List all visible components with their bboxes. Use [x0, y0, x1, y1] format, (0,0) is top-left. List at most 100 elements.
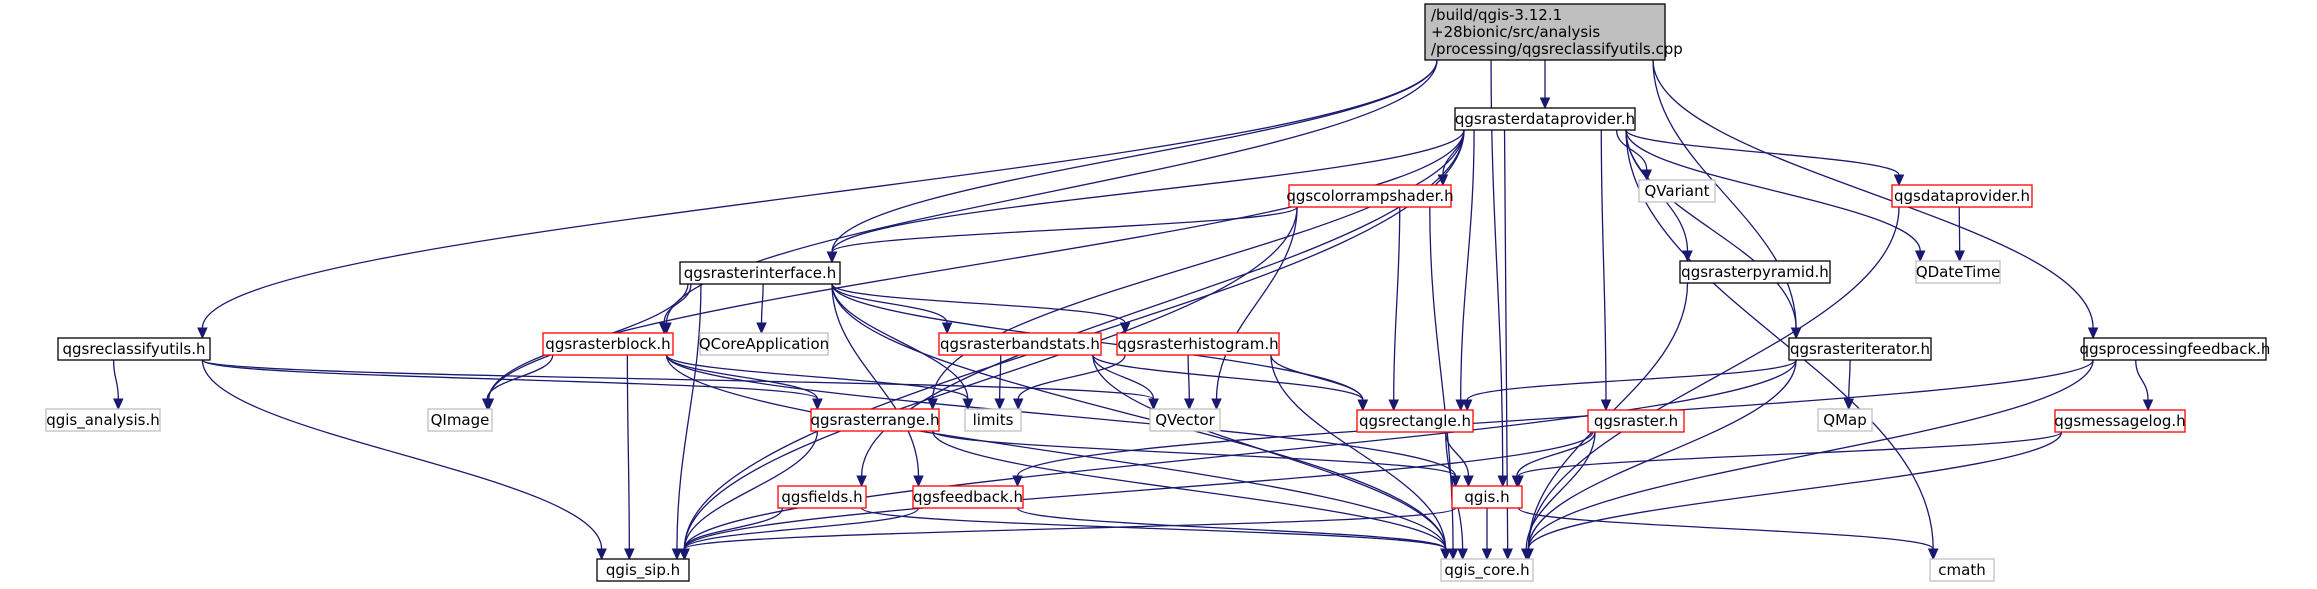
- node-rasterinterface[interactable]: qgsrasterinterface.h: [679, 261, 841, 285]
- edge-rasterdataprovider-to-rasteriterator: [1625, 129, 1802, 340]
- edge-line: [1092, 354, 1364, 401]
- node-label: QVector: [1155, 411, 1215, 429]
- node-label: cmath: [1938, 561, 1985, 579]
- edge-line: [1600, 129, 1607, 401]
- node-dataprovider[interactable]: qgsdataprovider.h: [1891, 184, 2033, 208]
- edge-line: [1625, 129, 1921, 252]
- edge-line: [1527, 206, 1900, 550]
- edge-arrowhead: [1450, 475, 1461, 488]
- node-qgis_analysis[interactable]: qgis_analysis.h: [45, 408, 161, 432]
- edge-line: [683, 359, 1797, 550]
- node-label: qgsfields.h: [781, 488, 862, 506]
- edge-rasterdataprovider-to-dataprovider: [1625, 129, 1905, 187]
- edge-line: [1429, 206, 1454, 550]
- node-messagelog[interactable]: qgsmessagelog.h: [2054, 409, 2186, 433]
- node-rasterpyramid[interactable]: qgsrasterpyramid.h: [1679, 260, 1831, 284]
- node-box: [1817, 408, 1873, 432]
- edge-line: [1270, 354, 1447, 550]
- node-box: [1440, 558, 1534, 582]
- edge-rasterrange-to-qgis: [931, 430, 1461, 488]
- node-rasteriterator[interactable]: qgsrasteriterator.h: [1788, 337, 1932, 361]
- node-qmap[interactable]: QMap: [1817, 408, 1873, 432]
- edge-line: [1466, 359, 1797, 401]
- edge-processingfeedback-to-messagelog: [2135, 359, 2154, 412]
- node-rasterblock[interactable]: qgsrasterblock.h: [542, 332, 674, 356]
- node-label: qgsdataprovider.h: [1894, 187, 2030, 205]
- node-rectangle[interactable]: qgsrectangle.h: [1356, 409, 1474, 433]
- edge-arrowhead: [812, 398, 823, 411]
- edge-colorrampshader-to-rasterinterface: [826, 206, 1298, 264]
- edge-rasterinterface-to-qgis_sip: [671, 283, 702, 561]
- node-qgis_sip[interactable]: qgis_sip.h: [596, 558, 690, 582]
- edge-line: [831, 206, 1298, 253]
- edge-colorrampshader-to-qvector: [1211, 206, 1298, 411]
- edge-line: [683, 431, 1594, 550]
- edge-rasterbandstats-to-rectangle: [1092, 354, 1369, 412]
- node-label: qgsprocessingfeedback.h: [2080, 340, 2271, 358]
- edge-root-to-rasterinterface: [826, 59, 1438, 264]
- node-label: /build/qgis-3.12.1: [1431, 6, 1562, 24]
- edge-rasterdataprovider-to-rasterrange: [927, 129, 1465, 411]
- node-label: /processing/qgsreclassifyutils.cpp: [1431, 40, 1683, 58]
- edge-arrowhead: [1954, 250, 1965, 263]
- node-root[interactable]: /build/qgis-3.12.1+28bionic/src/analysis…: [1424, 3, 1683, 61]
- node-qvariant[interactable]: QVariant: [1638, 179, 1716, 203]
- node-qvector[interactable]: QVector: [1149, 408, 1221, 432]
- node-qgis_core[interactable]: qgis_core.h: [1440, 558, 1534, 582]
- edge-arrowhead: [1502, 548, 1513, 561]
- edge-arrowhead: [1539, 97, 1551, 110]
- edge-line: [1460, 129, 1475, 401]
- node-cmath[interactable]: cmath: [1929, 558, 1995, 582]
- node-label: qgis_core.h: [1444, 561, 1529, 580]
- node-box: [1929, 558, 1995, 582]
- node-qimage[interactable]: QImage: [427, 408, 493, 432]
- node-rasterbandstats[interactable]: qgsrasterbandstats.h: [938, 332, 1102, 356]
- edge-rasterinterface-to-rasterhistogram: [831, 283, 1131, 335]
- node-fields[interactable]: qgsfields.h: [777, 485, 867, 509]
- edge-root-to-processingfeedback: [1652, 59, 2099, 340]
- edge-line: [665, 354, 969, 400]
- edge-rasterinterface-to-rasterblock: [658, 283, 692, 335]
- edge-rasterblock-to-qgis_sip: [624, 354, 635, 561]
- edge-rasteriterator-to-qgis_core: [1523, 359, 1797, 561]
- node-label: +28bionic/src/analysis: [1431, 23, 1600, 41]
- edge-line: [831, 129, 1465, 253]
- edge-root-to-rasterdataprovider: [1539, 60, 1551, 110]
- node-box: [1451, 485, 1523, 509]
- node-colorrampshader[interactable]: qgscolorrampshader.h: [1286, 184, 1454, 208]
- edge-line: [1625, 129, 1797, 329]
- node-rasterdataprovider[interactable]: qgsrasterdataprovider.h: [1454, 107, 1636, 131]
- edge-line: [1517, 431, 2063, 477]
- edge-rasterdataprovider-to-qdatetime: [1625, 129, 1926, 263]
- edge-messagelog-to-qgis: [1513, 431, 2063, 488]
- edge-line: [683, 430, 819, 550]
- edge-line: [1652, 59, 1797, 329]
- node-box: [1149, 408, 1221, 432]
- edge-line: [1442, 129, 1465, 176]
- edge-arrowhead: [1457, 548, 1468, 561]
- edge-arrowhead: [1600, 399, 1612, 412]
- edge-arrowhead: [1455, 399, 1466, 412]
- node-qcoreapplication[interactable]: QCoreApplication: [699, 332, 829, 356]
- node-reclassifyutils[interactable]: qgsreclassifyutils.h: [57, 337, 211, 361]
- node-raster[interactable]: qgsraster.h: [1587, 409, 1685, 433]
- node-box: [810, 408, 940, 432]
- edge-line: [201, 359, 819, 400]
- node-processingfeedback[interactable]: qgsprocessingfeedback.h: [2080, 337, 2271, 361]
- node-qgis[interactable]: qgis.h: [1451, 485, 1523, 509]
- node-rasterrange[interactable]: qgsrasterrange.h: [810, 408, 940, 432]
- node-qdatetime[interactable]: QDateTime: [1915, 260, 2001, 284]
- node-box: [1288, 184, 1452, 208]
- edge-arrowhead: [624, 548, 635, 561]
- edge-line: [683, 507, 920, 550]
- edge-line: [683, 507, 1457, 550]
- edge-line: [831, 283, 920, 477]
- node-rasterhistogram[interactable]: qgsrasterhistogram.h: [1116, 332, 1280, 356]
- node-feedback[interactable]: qgsfeedback.h: [912, 485, 1024, 509]
- edge-rasterbandstats-to-qvector: [1092, 354, 1159, 411]
- edge-arrowhead: [596, 548, 607, 561]
- node-limits[interactable]: limits: [964, 408, 1022, 432]
- edge-rasterhistogram-to-qgis_core: [1270, 354, 1451, 561]
- node-box: [1788, 337, 1932, 361]
